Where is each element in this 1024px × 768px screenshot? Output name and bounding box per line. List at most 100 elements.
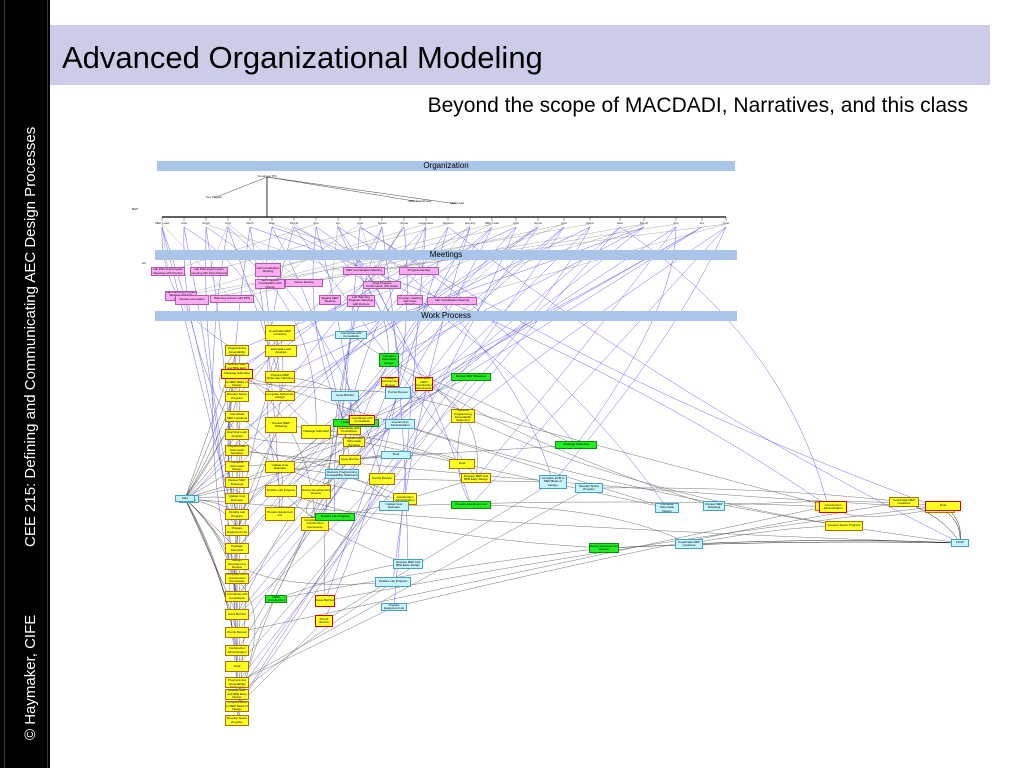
start-link — [184, 396, 238, 499]
process-information: Permit Review — [385, 387, 411, 399]
process-activity: Develop Space Program — [225, 391, 249, 402]
start-link — [184, 498, 238, 597]
org-to-task-link — [236, 226, 621, 683]
process-flow-link — [236, 434, 406, 500]
org-node-top: Developer PM — [257, 174, 277, 179]
org-to-task-link — [397, 226, 703, 394]
process-activity: Construction Administration — [225, 645, 249, 656]
meeting-to-org-link — [293, 223, 365, 272]
org-node-member: Plumb — [289, 221, 299, 226]
process-activity: Receive Programming Acceptability Statem… — [451, 409, 475, 423]
org-node-member: Civil — [225, 221, 231, 226]
process-activity: Develop MEP and BPE Early Design — [461, 473, 491, 483]
process-milestone: Finalize Lab Program — [315, 513, 355, 521]
meeting-to-org-link — [271, 223, 420, 272]
meeting-node: Lab Planning Program Meetings with Docto… — [151, 267, 185, 276]
meeting-node: Planning session with DPS — [210, 295, 254, 303]
process-activity: Prepare MEP Schematic Narrative — [225, 445, 249, 456]
process-flow-link — [236, 487, 590, 683]
org-to-task-link — [188, 226, 405, 500]
process-information: Coordinate MEP Locations — [675, 539, 703, 549]
org-link — [266, 176, 421, 203]
meeting-to-org-link — [360, 223, 405, 302]
process-flow-link — [236, 359, 390, 549]
process-critical: Coordinate with Consultants — [349, 415, 375, 425]
process-critical: Design Development Review — [381, 377, 399, 387]
process-flow-link — [314, 381, 391, 525]
course-label: CEE 215: Defining and Communicating AEC … — [22, 126, 39, 547]
process-start: Start — [175, 495, 195, 502]
process-flow-link — [315, 431, 668, 509]
process-flow-link — [236, 620, 325, 707]
slide-title: Advanced Organizational Modeling — [62, 40, 543, 75]
process-critical: Package Submittal — [221, 369, 253, 379]
meeting-to-org-link — [363, 223, 727, 272]
process-flow-link — [236, 454, 397, 615]
process-activity: Final — [225, 661, 249, 672]
process-activity: Review MEP Drawings — [225, 477, 249, 488]
meeting-node: Lab Planning Program meeting with Docs R… — [397, 295, 423, 305]
meeting-to-org-link — [167, 223, 317, 272]
process-information: Final — [381, 451, 411, 459]
meeting-to-org-link — [208, 223, 383, 272]
process-flow-link — [393, 501, 905, 608]
process-flow-link — [236, 368, 316, 525]
process-information: Construction Administration — [385, 419, 415, 429]
meeting-to-org-link — [161, 223, 233, 300]
process-activity: Final — [449, 459, 475, 469]
process-flow-link — [236, 422, 357, 651]
process-activity: Prepare Equipment List — [225, 525, 249, 536]
org-to-task-link — [161, 226, 238, 351]
process-flow-link — [323, 481, 554, 622]
meeting-to-org-link — [451, 223, 727, 302]
process-flow-link — [236, 505, 829, 633]
process-milestone: Package Submittal — [555, 441, 597, 449]
process-milestone: Complete 100% Construction Documents — [265, 595, 287, 603]
credit-label: © Haymaker, CIFE — [22, 614, 39, 740]
process-activity: Complete Schematic Design — [225, 461, 249, 472]
org-node-left: GC — [141, 261, 147, 265]
org-node-member: Fire — [673, 221, 679, 226]
process-flow-link — [280, 490, 409, 565]
process-milestone: Prepare Equipment List — [451, 501, 491, 509]
side-bar: CEE 215: Defining and Communicating AEC … — [0, 0, 50, 768]
process-flow-link — [324, 505, 944, 602]
org-to-task-link — [359, 226, 941, 509]
org-node-member: Cost — [722, 221, 730, 226]
meeting-to-org-link — [329, 223, 493, 301]
process-critical: Complete 100% Construction Documents — [415, 377, 433, 391]
process-flow-link — [236, 382, 399, 394]
process-flow-link — [399, 423, 961, 544]
org-link — [266, 176, 458, 205]
process-activity: Permit Review — [225, 627, 249, 638]
org-node: MEP Lead — [450, 201, 464, 206]
meeting-node: Final Program Confirmation with Users — [363, 281, 401, 289]
process-flow-link — [588, 487, 905, 503]
process-flow-link — [236, 423, 401, 499]
org-to-task-link — [183, 226, 281, 397]
process-activity: Receive Programming Acceptability Statem… — [225, 345, 249, 356]
section-bar-meetings: Meetings — [155, 250, 737, 260]
meeting-to-org-link — [418, 223, 427, 272]
org-to-task-link — [271, 226, 390, 361]
process-activity: Finalize Lab Program — [225, 509, 249, 520]
process-activity: Receive Programming Acceptability Statem… — [225, 677, 249, 688]
process-activity: Develop Space Program — [825, 521, 863, 531]
finish-link — [603, 541, 961, 549]
process-activity: Issue Bid Set — [339, 455, 361, 465]
process-critical: Issue Bid Set — [315, 595, 335, 607]
process-critical: Final — [925, 501, 961, 511]
org-node-member: Mech — [246, 221, 254, 226]
process-activity: Coordinate MEP Locations — [225, 411, 249, 422]
org-to-task-link — [236, 226, 427, 383]
process-activity: Coordinate MEP Locations — [889, 497, 919, 507]
process-information: Complete Schematic Design — [655, 503, 679, 513]
org-to-task-link — [236, 226, 565, 515]
org-node-left: MEP — [131, 207, 139, 211]
meeting-node: Weekly MEP Meeting — [319, 295, 341, 305]
process-flow-link — [462, 415, 845, 527]
meeting-node: Bid Program Coordination with Clients — [255, 279, 285, 289]
process-activity: Prepare MEP Schematic Narrative — [265, 371, 295, 383]
process-milestone: Design Development Review — [589, 543, 619, 553]
process-information: Develop MEP and BPE Early Design — [393, 559, 423, 569]
